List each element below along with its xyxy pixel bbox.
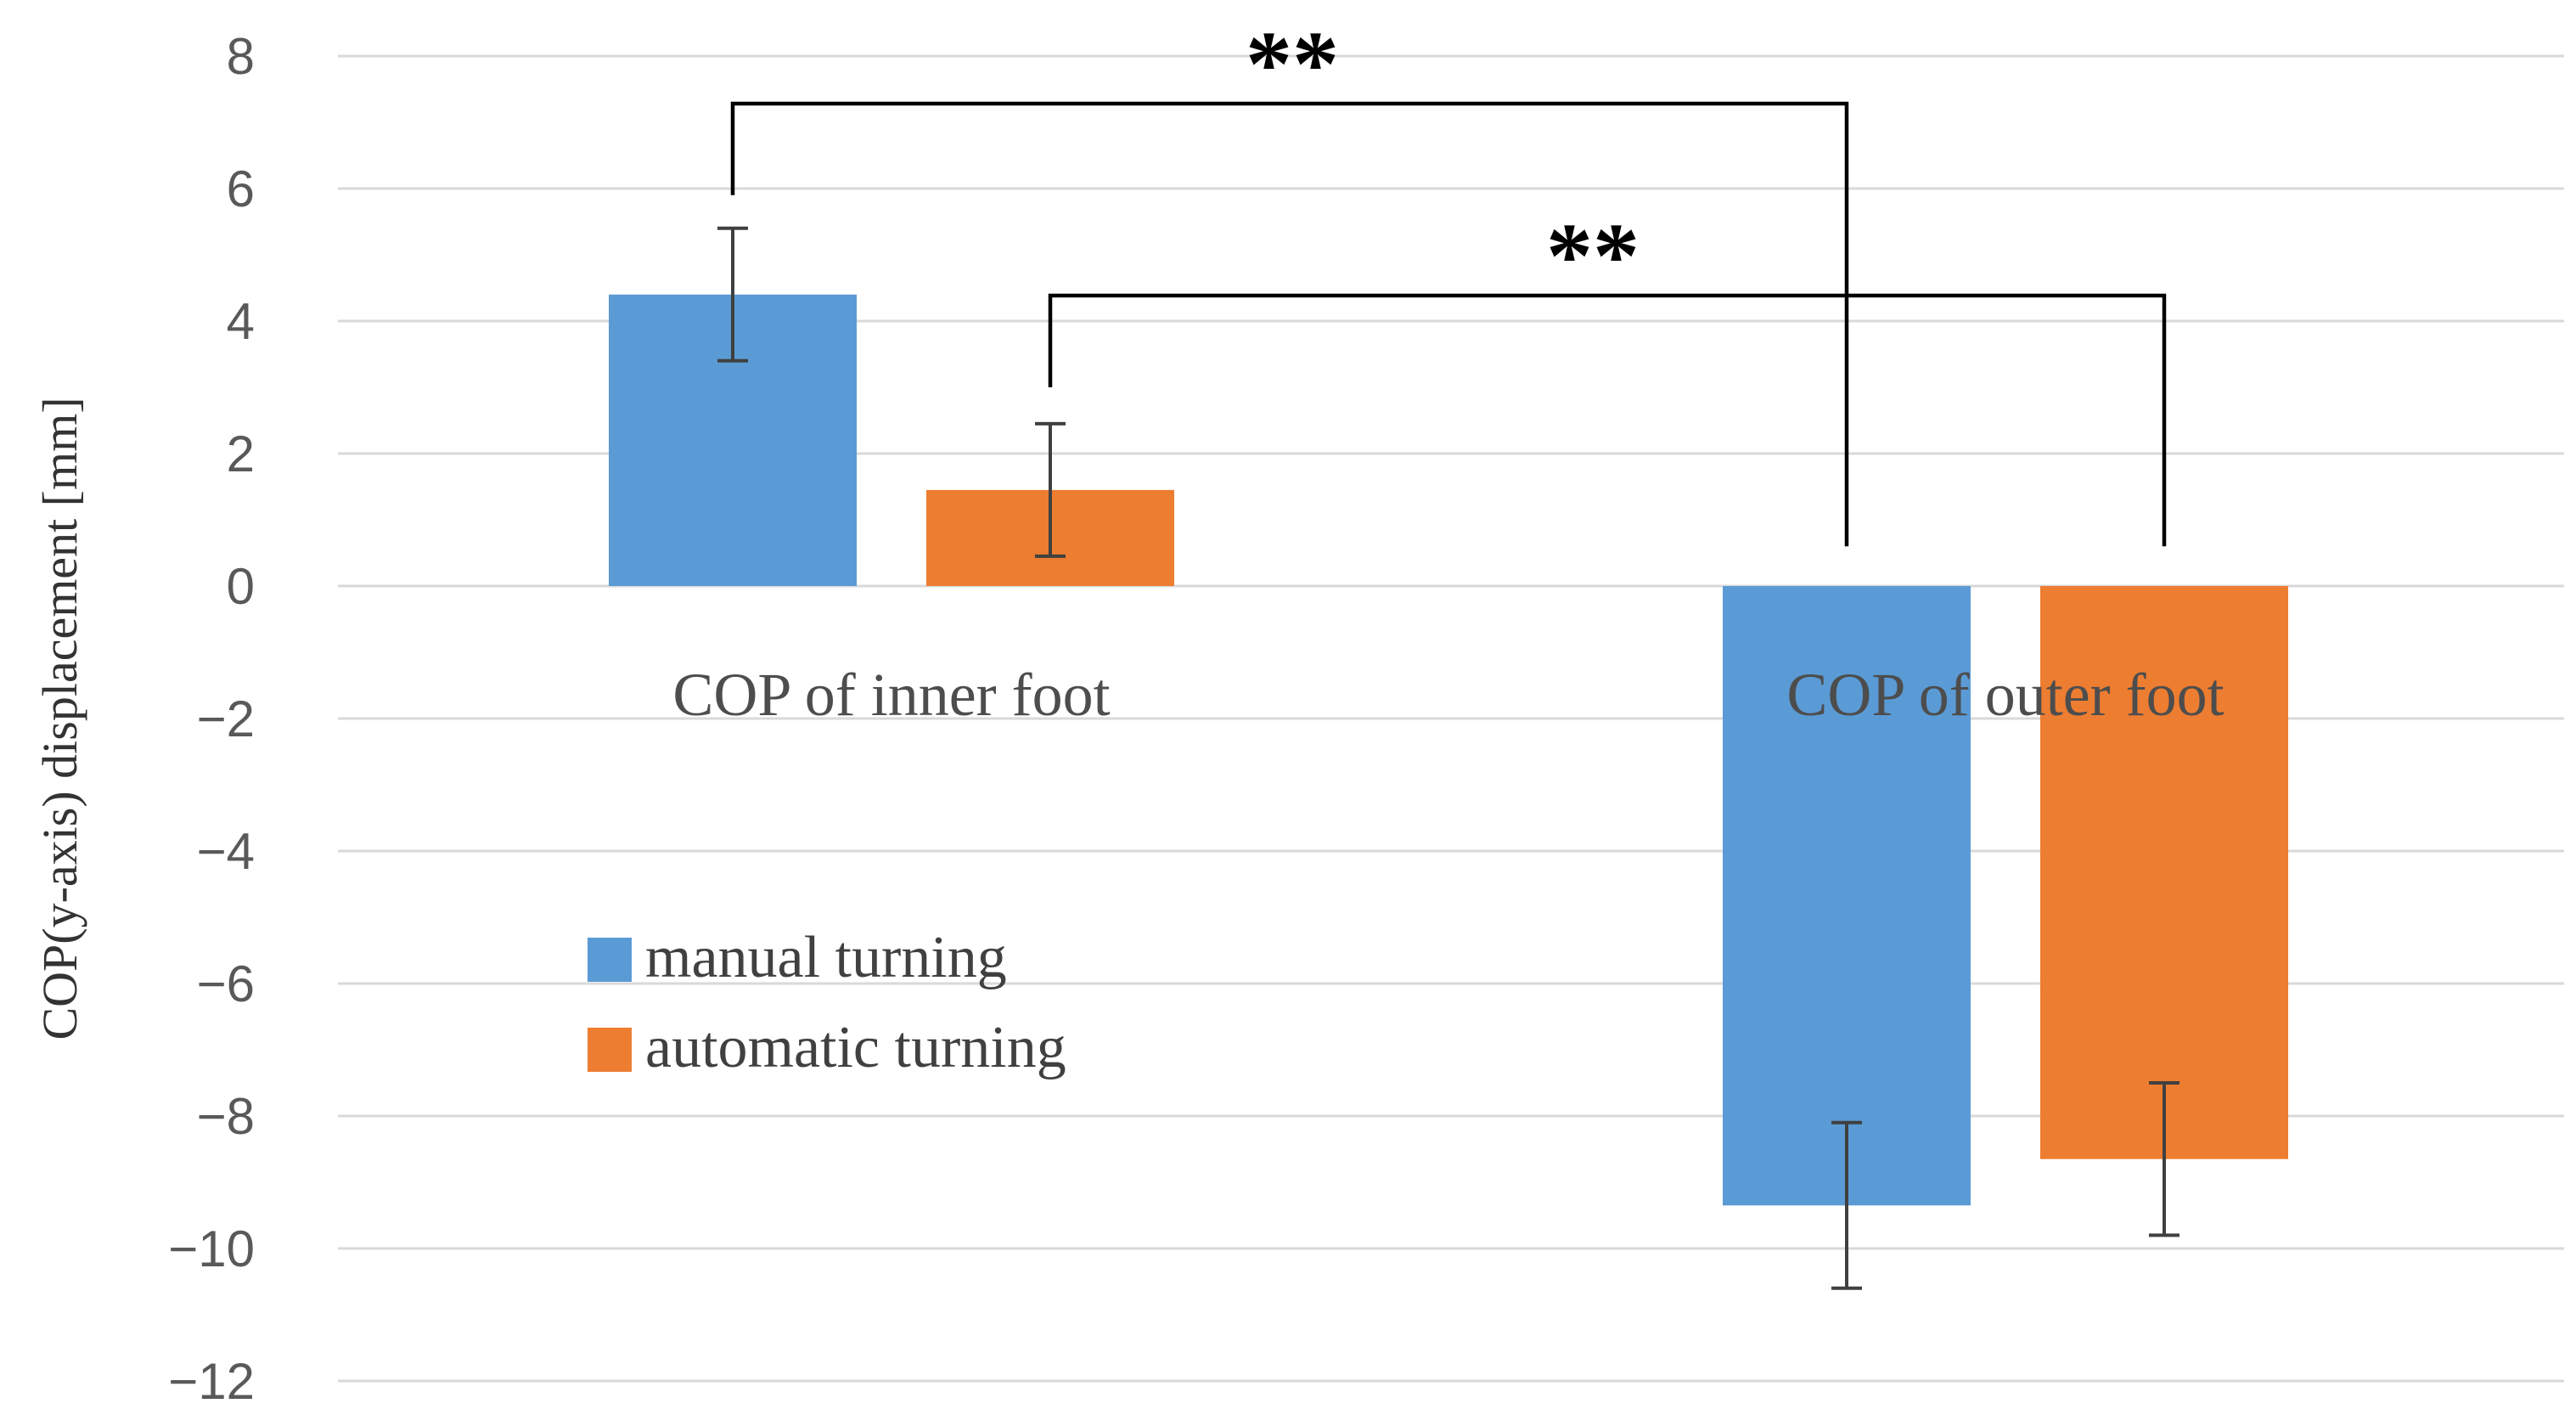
y-tick-label: 0: [227, 558, 255, 615]
error-bars: [717, 226, 2179, 1290]
error-bar: [1831, 1120, 1862, 1290]
bars: [609, 294, 2288, 1206]
y-tick-label: −2: [197, 690, 255, 747]
significance-label: **: [1246, 12, 1339, 116]
legend-swatch: [588, 1028, 632, 1072]
significance-brackets: ** **: [730, 12, 2167, 547]
y-tick-labels: 8 6 4 2 0 −2 −4 −6 −8 −10 −12: [168, 28, 255, 1410]
legend-item: manual turning: [588, 925, 1007, 990]
category-label: COP of inner foot: [672, 661, 1110, 729]
significance-label: **: [1546, 204, 1640, 307]
y-tick-label: 4: [227, 293, 255, 350]
y-tick-label: −12: [168, 1353, 255, 1410]
error-bar: [1035, 421, 1066, 558]
y-tick-label: −10: [168, 1220, 255, 1277]
y-tick-label: 8: [227, 28, 255, 85]
significance-bracket: **: [730, 12, 1849, 547]
legend-swatch: [588, 938, 632, 982]
bar-manual-outer: [1723, 586, 1971, 1206]
legend-label: automatic turning: [645, 1015, 1066, 1080]
y-tick-label: −8: [197, 1088, 255, 1145]
error-bar: [717, 226, 748, 363]
category-label: COP of outer foot: [1786, 661, 2224, 729]
y-tick-label: −4: [197, 823, 255, 880]
legend-item: automatic turning: [588, 1015, 1066, 1080]
bar-automatic-outer: [2040, 586, 2288, 1159]
y-tick-label: 2: [227, 426, 255, 482]
legend-label: manual turning: [645, 925, 1007, 990]
error-bar: [2149, 1081, 2179, 1237]
y-tick-label: 6: [227, 161, 255, 217]
category-labels: COP of inner foot COP of outer foot: [672, 661, 2224, 729]
legend: manual turning automatic turning: [588, 925, 1066, 1080]
y-tick-label: −6: [197, 955, 255, 1012]
y-axis-label: COP(y-axis) displacement [mm]: [32, 397, 87, 1040]
significance-bracket: **: [1048, 204, 2167, 547]
